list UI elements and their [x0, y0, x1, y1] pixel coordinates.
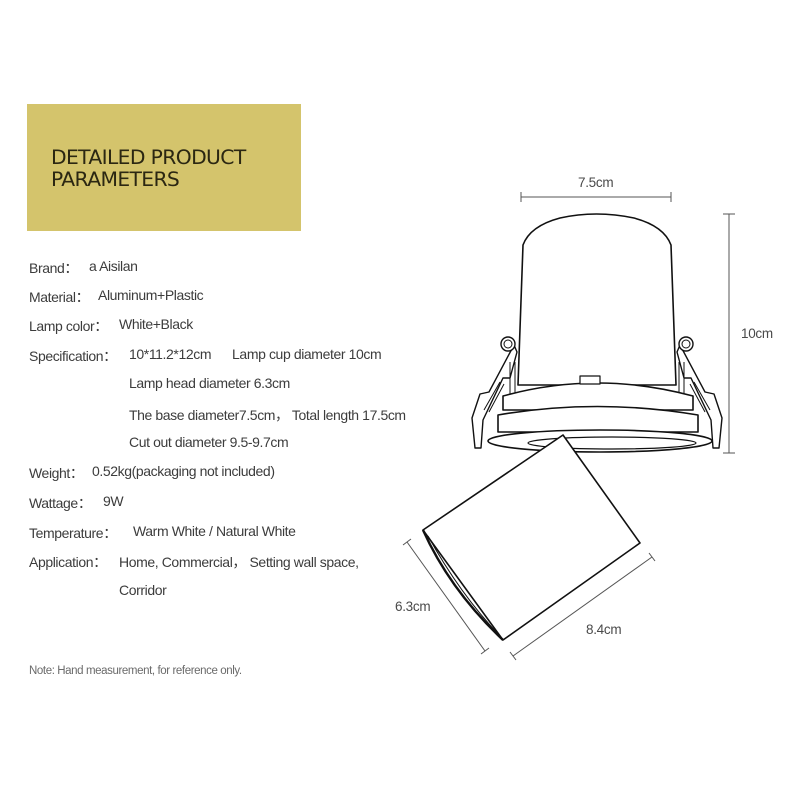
- base-tab: [579, 375, 601, 385]
- measurement-note: Note: Hand measurement, for reference on…: [29, 665, 242, 677]
- spec-row-temperature: Temperature： Warm White / Natural White: [29, 523, 296, 543]
- spec-label: Specification：: [29, 348, 117, 364]
- spec-label: Material：: [29, 289, 90, 305]
- spec-row-application: Application： Home, Commercial， Setting wa…: [29, 552, 359, 572]
- dimension-line-base-width: [520, 192, 672, 202]
- dimension-label-head-length: 8.4cm: [586, 622, 622, 637]
- dimension-label-base-width: 7.5cm: [578, 175, 614, 190]
- spec-value: White+Black: [119, 316, 193, 332]
- spec-value: 0.52kg(packaging not included): [92, 463, 275, 479]
- spec-value: 10*11.2*12cm Lamp cup diameter 10cm: [129, 346, 382, 362]
- spec-value: Home, Commercial， Setting wall space,: [119, 554, 359, 570]
- page-title: DETAILED PRODUCT PARAMETERS: [51, 147, 246, 191]
- spec-value: Lamp head diameter 6.3cm: [129, 375, 290, 391]
- dimension-line-height: [723, 213, 735, 454]
- base-step-ring: [497, 405, 699, 433]
- spec-value: a Aisilan: [89, 258, 138, 274]
- spec-value: The base diameter7.5cm， Total length 17.…: [129, 407, 406, 423]
- spec-label: Application：: [29, 554, 107, 570]
- lamp-body-icon: [421, 213, 723, 641]
- spec-row-material: Material： Aluminum+Plastic: [29, 287, 204, 307]
- dimension-label-head-diameter: 6.3cm: [395, 599, 431, 614]
- spec-row-lamp-color: Lamp color： White+Black: [29, 316, 193, 336]
- dimension-line-head-length: [509, 552, 656, 661]
- dimension-label-height: 10cm: [741, 326, 773, 341]
- spec-value: Corridor: [119, 582, 167, 598]
- title-banner: DETAILED PRODUCT PARAMETERS: [27, 104, 301, 231]
- spec-value: Aluminum+Plastic: [98, 287, 204, 303]
- spec-label: Wattage：: [29, 495, 92, 511]
- spec-row-brand: Brand： a Aisilan: [29, 258, 138, 278]
- dimension-line-head-diameter: [402, 538, 490, 655]
- spec-label: Lamp color：: [29, 318, 108, 334]
- title-line-2: PARAMETERS: [51, 168, 180, 191]
- spec-label: Temperature：: [29, 525, 117, 541]
- spec-label: Weight：: [29, 465, 84, 481]
- lamp-head-rim: [421, 529, 504, 641]
- spec-value: Warm White / Natural White: [133, 523, 296, 539]
- spec-value: Cut out diameter 9.5-9.7cm: [129, 434, 289, 450]
- base-upper-ring: [502, 382, 694, 411]
- spec-value: 9W: [103, 493, 124, 509]
- spec-row-specification: Specification： 10*11.2*12cm Lamp cup diam…: [29, 346, 382, 366]
- spec-row-wattage: Wattage： 9W: [29, 493, 124, 513]
- lamp-head: [422, 434, 641, 641]
- spec-label: Brand：: [29, 260, 78, 276]
- left-spring-clip: [471, 336, 518, 449]
- lamp-cup: [517, 213, 677, 386]
- spec-row-weight: Weight： 0.52kg(packaging not included): [29, 463, 275, 483]
- title-line-1: DETAILED PRODUCT: [51, 146, 246, 169]
- right-spring-clip: [676, 336, 723, 449]
